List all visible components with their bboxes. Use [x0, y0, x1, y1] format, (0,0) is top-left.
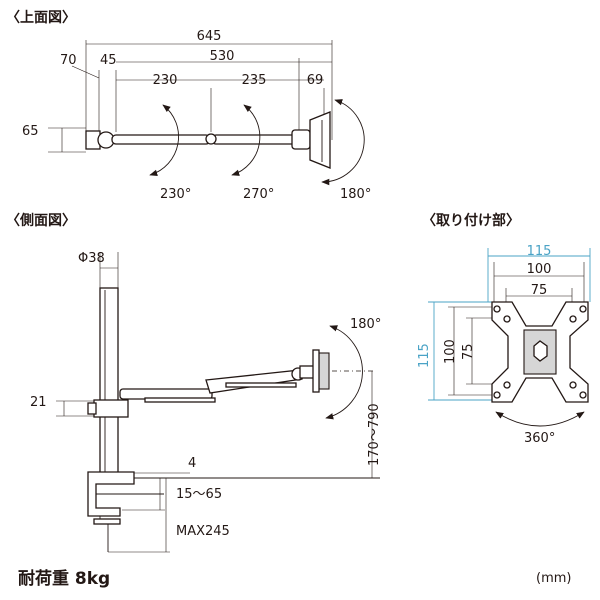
- clamp-side: [87, 471, 135, 517]
- dim-115-h: 115: [527, 244, 552, 259]
- dim-69: 69: [307, 73, 324, 88]
- rot-side-180: 180°: [350, 317, 381, 332]
- dim-645: 645: [197, 29, 222, 44]
- dim-75-v: 75: [461, 343, 476, 360]
- dim-max245: MAX245: [176, 524, 230, 539]
- collar: [93, 399, 129, 418]
- hex-bolt: [533, 340, 548, 362]
- dim-100-h: 100: [527, 262, 552, 277]
- dim-70: 70: [60, 53, 77, 68]
- dim-45: 45: [100, 53, 117, 68]
- dim-115-v: 115: [417, 343, 432, 368]
- dim-65: 65: [22, 124, 39, 139]
- rot-180: 180°: [340, 187, 371, 202]
- dim-170-790: 170～790: [367, 403, 382, 466]
- side-view: Φ38 21 180° 170～790 4: [30, 251, 382, 553]
- dim-15-65: 15～65: [176, 487, 222, 502]
- mount-title: 〈取り付け部〉: [422, 212, 520, 229]
- rot-230: 230°: [160, 187, 191, 202]
- pole-side: [99, 287, 119, 477]
- dim-530: 530: [210, 49, 235, 64]
- rot-270: 270°: [243, 187, 274, 202]
- dim-100-v: 100: [443, 339, 458, 364]
- top-view: 645 530 70 45 230 235 69 65 230°: [22, 29, 371, 202]
- dim-235: 235: [242, 73, 267, 88]
- side-view-title: 〈側面図〉: [6, 212, 76, 229]
- dim-21: 21: [30, 395, 47, 410]
- dim-phi38: Φ38: [78, 251, 105, 266]
- unit-label: (mm): [536, 571, 571, 586]
- load-capacity: 耐荷重 8kg: [18, 568, 110, 589]
- rot-360: 360°: [524, 431, 555, 446]
- dim-4: 4: [188, 456, 196, 471]
- mount-view: 115 100 75 115 100 75: [417, 244, 591, 446]
- dim-75-h: 75: [531, 283, 548, 298]
- dim-230: 230: [153, 73, 178, 88]
- top-view-title: 〈上面図〉: [6, 10, 76, 26]
